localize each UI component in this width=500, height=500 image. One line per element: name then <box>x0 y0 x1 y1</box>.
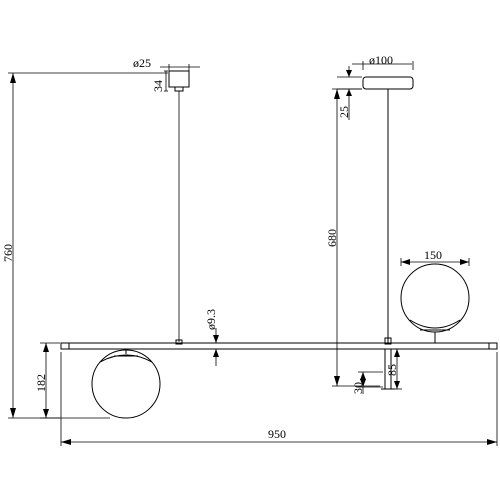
small-canopy <box>168 70 190 342</box>
label-stem-long: 85 <box>385 364 399 376</box>
lower-globe <box>91 349 161 419</box>
dim-suspension-height: 680 <box>325 88 380 387</box>
dim-large-canopy-diameter: ø100 <box>352 53 414 70</box>
label-bar-diameter: ø9.3 <box>204 309 218 330</box>
label-large-canopy-diameter: ø100 <box>369 53 393 67</box>
label-total-width: 950 <box>268 427 286 441</box>
large-canopy <box>362 76 414 345</box>
dim-total-height: 760 <box>1 72 168 419</box>
label-total-height: 760 <box>1 244 15 262</box>
horizontal-bar <box>60 339 498 350</box>
dim-lower-drop: 182 <box>34 342 60 419</box>
dim-small-canopy-diameter: ø25 <box>133 56 200 71</box>
dim-total-width: 950 <box>60 352 498 446</box>
dim-globe-diameter: 150 <box>400 248 470 266</box>
label-small-canopy-height: 34 <box>151 80 165 92</box>
label-stem-short: 30 <box>351 382 365 394</box>
dim-large-canopy-height: 25 <box>337 66 362 120</box>
label-suspension-height: 680 <box>325 229 339 247</box>
label-lower-drop: 182 <box>34 374 48 392</box>
dim-stem-long: 85 <box>385 348 402 390</box>
label-large-canopy-height: 25 <box>337 106 351 118</box>
dim-stem-short: 30 <box>351 371 383 394</box>
dim-bar-diameter: ø9.3 <box>204 309 226 366</box>
label-small-canopy-diameter: ø25 <box>133 56 151 70</box>
dim-small-canopy-height: 34 <box>151 70 168 92</box>
upper-globe <box>400 263 470 343</box>
label-globe-diameter: 150 <box>424 248 442 262</box>
